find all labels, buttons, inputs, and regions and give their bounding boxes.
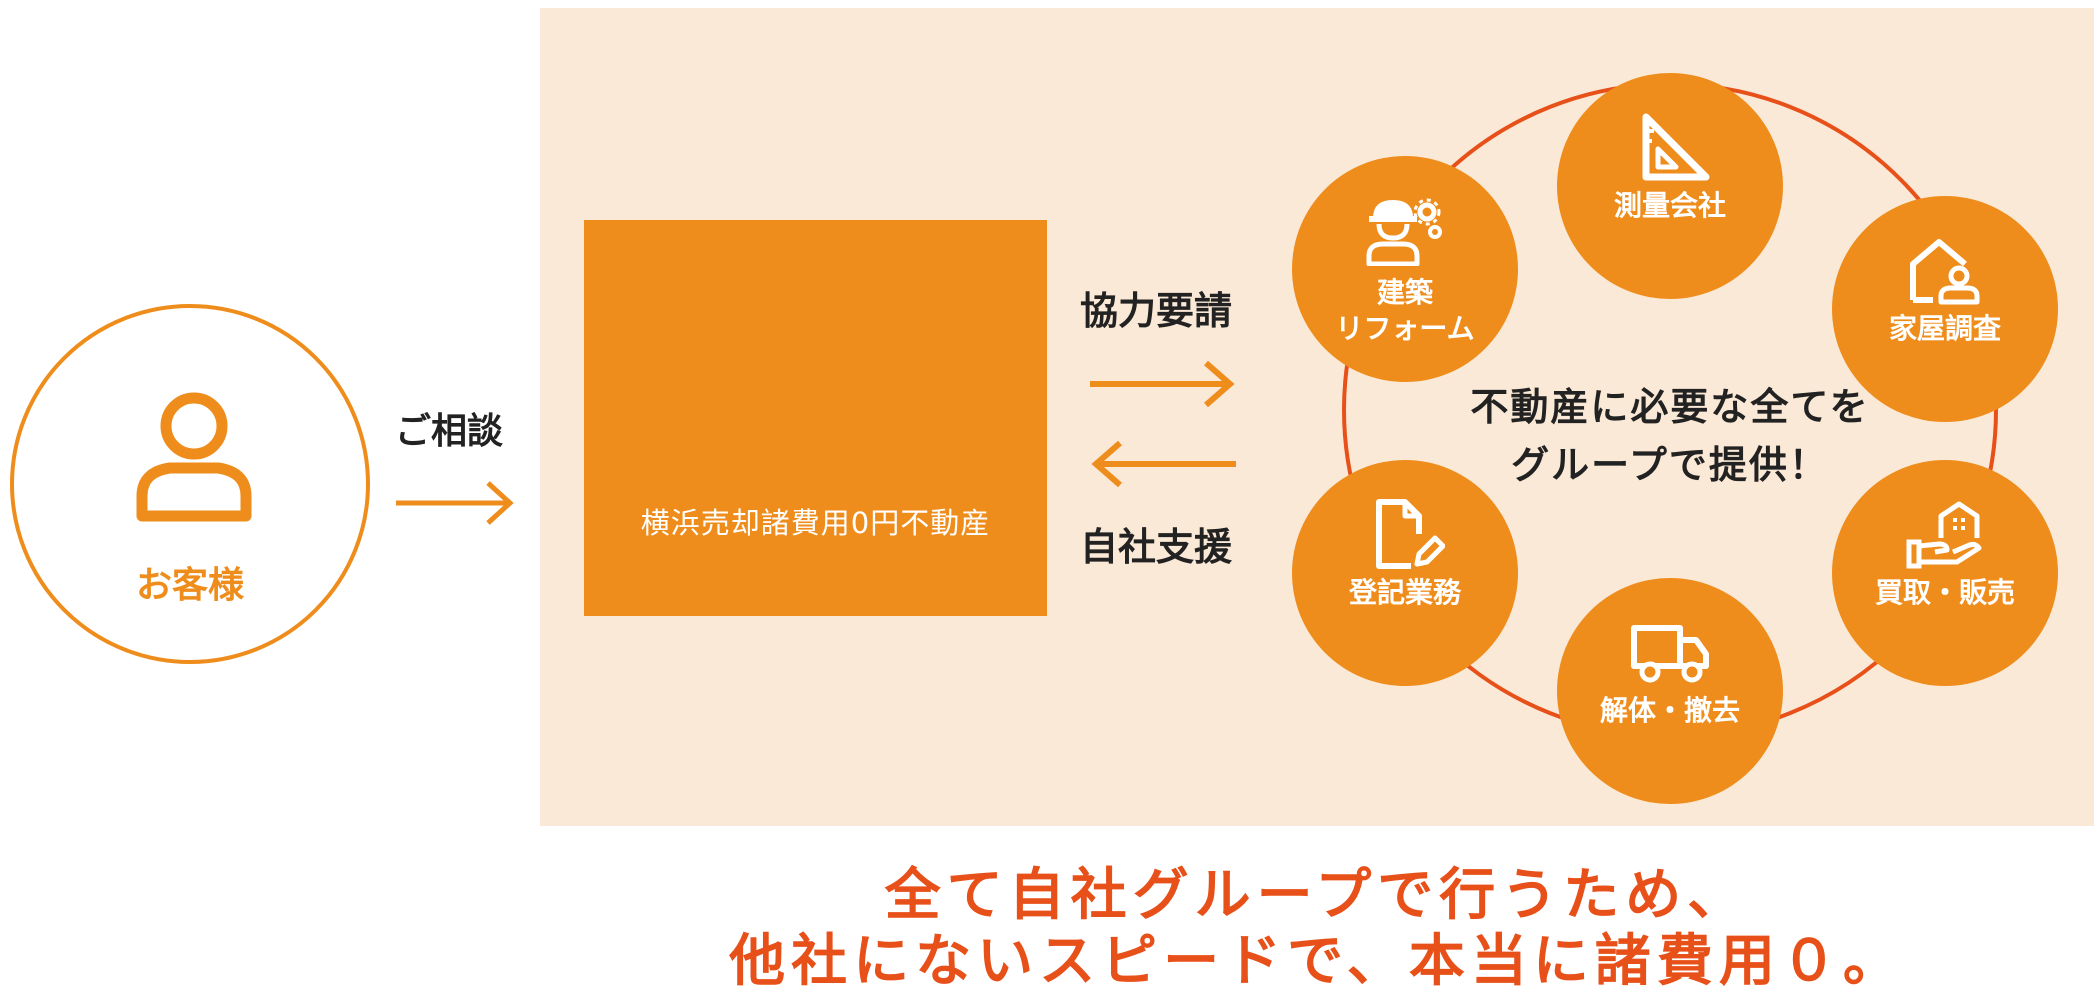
node-label: 測量会社 <box>1613 189 1726 222</box>
person-icon <box>136 392 252 522</box>
group-center-text: 不動産に必要な全てを グループで提供！ <box>1420 378 1920 494</box>
consult-label: ご相談 <box>395 411 504 452</box>
node-house-inspection: 家屋調査 <box>1832 196 2058 422</box>
house-person-icon <box>1910 239 1980 305</box>
tagline-line-1: 全て自社グループで行うため、 <box>884 863 1750 928</box>
customer-circle: お客様 <box>10 304 370 664</box>
node-label-line2: リフォーム <box>1335 312 1475 345</box>
truck-icon <box>1631 625 1709 683</box>
node-label: 解体・撤去 <box>1599 694 1740 727</box>
request-arrow <box>1090 360 1235 408</box>
center-line-2: グループで提供！ <box>1511 443 1829 487</box>
support-label: 自社支援 <box>1080 525 1233 569</box>
center-line-1: 不動産に必要な全てを <box>1470 385 1870 429</box>
node-registration: 登記業務 <box>1292 460 1518 686</box>
node-label: 家屋調査 <box>1888 312 2001 345</box>
document-pen-icon <box>1376 499 1445 569</box>
tagline-line-2: 他社にないスピードで、本当に諸費用０。 <box>729 929 1905 994</box>
node-construction: 建築 リフォーム <box>1292 156 1518 382</box>
hand-house-icon <box>1906 501 1982 569</box>
node-demolition: 解体・撤去 <box>1557 578 1783 804</box>
company-name: 横浜売却諸費用0円不動産 <box>640 506 991 540</box>
node-buy-sell: 買取・販売 <box>1832 460 2058 686</box>
company-box: 横浜売却諸費用0円不動産 <box>584 220 1047 616</box>
request-label: 協力要請 <box>1080 289 1233 333</box>
node-label-line1: 建築 <box>1376 276 1433 309</box>
node-label: 登記業務 <box>1348 576 1461 609</box>
node-label: 買取・販売 <box>1874 576 2015 609</box>
customer-label: お客様 <box>135 565 244 606</box>
worker-gear-icon <box>1366 198 1442 266</box>
support-arrow <box>1091 440 1236 488</box>
node-survey: 測量会社 <box>1557 73 1783 299</box>
consult-arrow <box>396 481 514 525</box>
set-square-icon <box>1642 113 1710 181</box>
